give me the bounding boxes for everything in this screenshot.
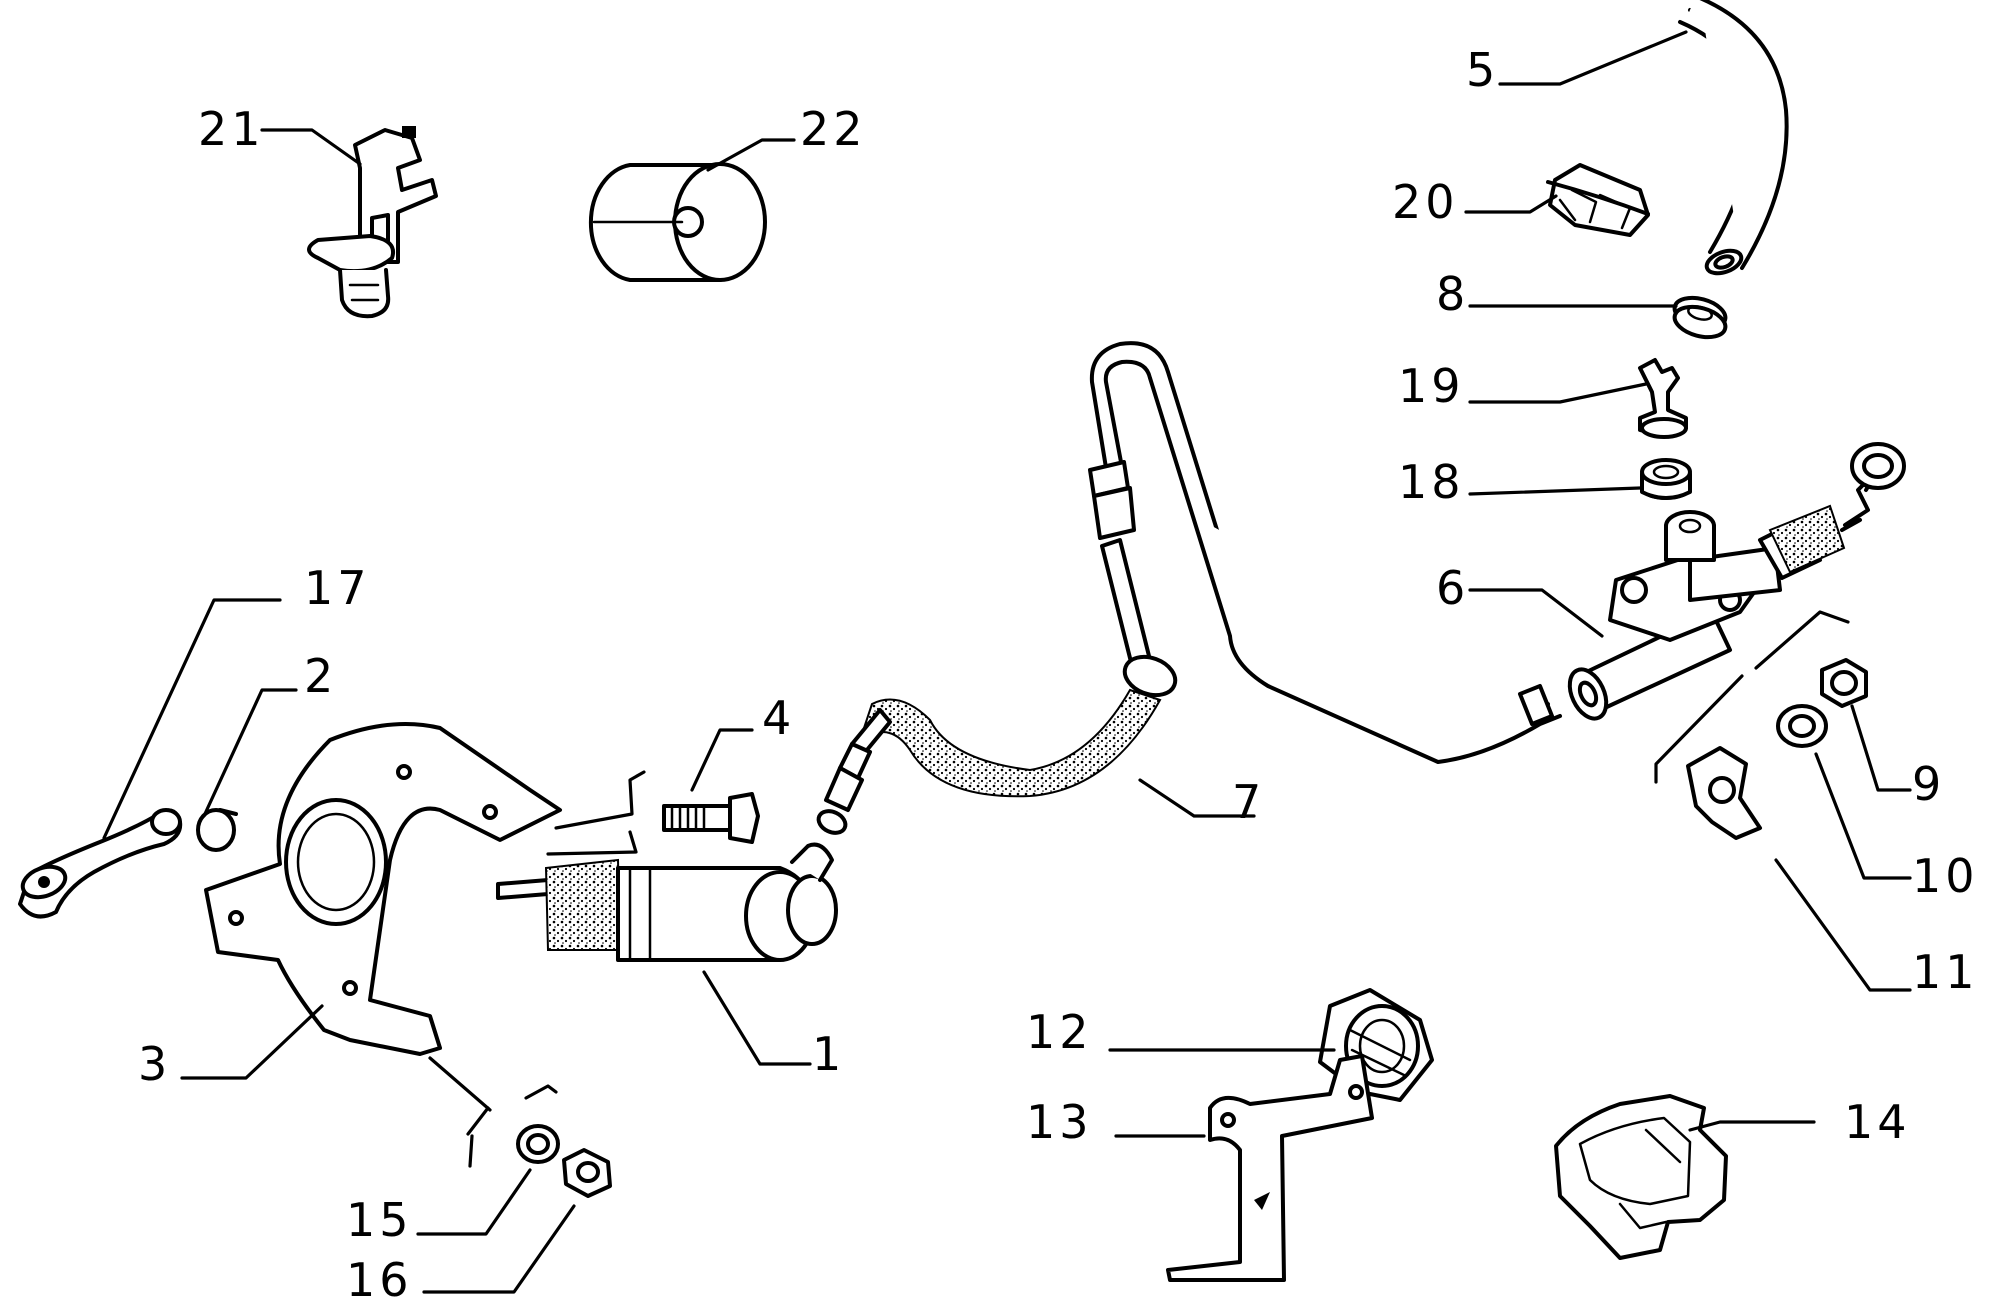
assembly-bracket-marks	[428, 610, 1850, 1168]
part-3-bracket	[204, 722, 562, 1056]
callout-9: 9	[1912, 757, 1945, 811]
callout-13: 13	[1026, 1095, 1093, 1149]
part-2-circlip	[196, 808, 238, 852]
part-13-bracket	[1166, 1054, 1374, 1282]
callout-20: 20	[1392, 175, 1459, 229]
part-9-nut	[1820, 658, 1868, 708]
part-18-grommet	[1640, 458, 1692, 500]
part-14-cover	[1554, 1094, 1728, 1260]
leader-lines	[102, 30, 1912, 1294]
callout-22: 22	[800, 102, 867, 156]
callout-18: 18	[1398, 455, 1465, 509]
callout-4: 4	[762, 691, 795, 745]
callout-21: 21	[198, 102, 265, 156]
callout-2: 2	[304, 649, 337, 703]
part-4-bolt	[662, 792, 760, 844]
part-10-washer	[1776, 704, 1828, 748]
callout-11: 11	[1912, 945, 1979, 999]
part-16-nut	[562, 1148, 612, 1198]
callout-14: 14	[1844, 1095, 1911, 1149]
part-17-lever	[18, 808, 183, 919]
part-19-connector	[1638, 358, 1688, 439]
part-5-hose	[1678, 0, 1789, 276]
part-15-washer	[516, 1124, 560, 1164]
part-8-clip-ring	[1672, 295, 1728, 340]
part-7-clutch-line	[816, 341, 1562, 835]
part-20-cap	[1546, 163, 1650, 237]
part-6-master-cylinder	[1567, 442, 1906, 721]
callout-7: 7	[1232, 775, 1265, 829]
callout-12: 12	[1026, 1005, 1093, 1059]
callout-19: 19	[1398, 359, 1465, 413]
callout-3: 3	[138, 1037, 171, 1091]
callout-numbers: 21 22 5 20 8 19 18 6 7 9 10 11 12 13 14 …	[138, 43, 1979, 1301]
callout-6: 6	[1436, 561, 1469, 615]
callout-15: 15	[346, 1193, 413, 1247]
callout-17: 17	[304, 561, 371, 615]
part-11-plate	[1686, 746, 1762, 840]
callout-8: 8	[1436, 267, 1469, 321]
callout-16: 16	[346, 1253, 413, 1301]
part-22-rubber-bushing	[588, 162, 767, 282]
callout-10: 10	[1912, 849, 1979, 903]
callout-5: 5	[1466, 43, 1499, 97]
callout-1: 1	[812, 1027, 845, 1081]
part-21-clip	[307, 126, 438, 319]
part-1-slave-cylinder	[496, 842, 838, 962]
